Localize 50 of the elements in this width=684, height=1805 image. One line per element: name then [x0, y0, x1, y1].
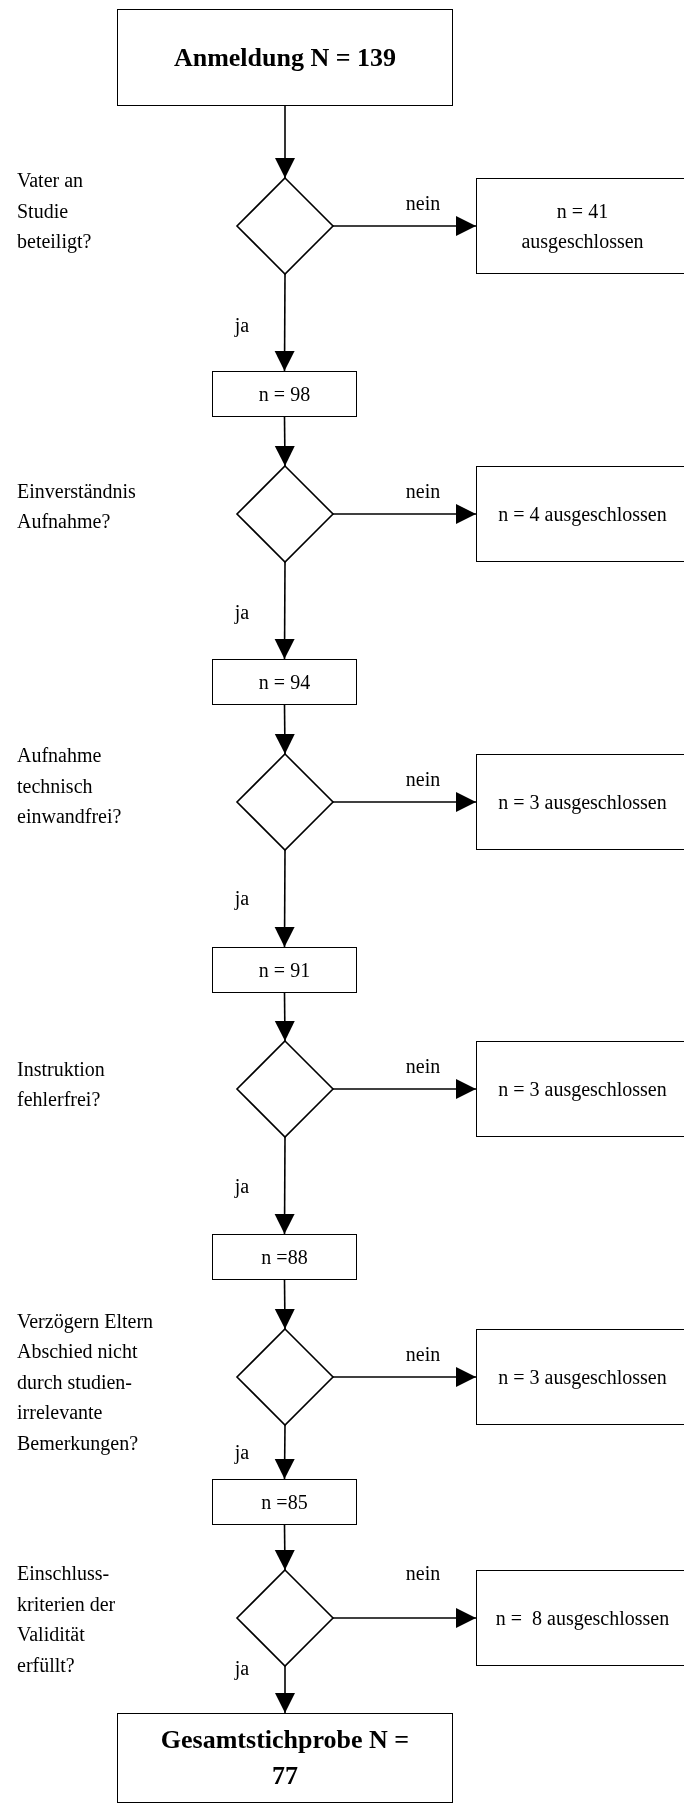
- exclusion-box: [476, 1041, 684, 1137]
- question-text: Aufnahme technisch einwandfrei?: [17, 743, 123, 830]
- count-text: n = 4 ausgeschlossen: [497, 502, 668, 528]
- arrow: [274, 1279, 295, 1330]
- process-box: [117, 9, 453, 106]
- question-text: Vater an Studie beteiligt?: [17, 168, 93, 255]
- arrow: [275, 1665, 295, 1714]
- arrow: [274, 992, 295, 1042]
- question-text: Instruktion fehlerfrei?: [17, 1056, 106, 1112]
- arrow: [274, 1524, 295, 1571]
- count-text: n =85: [261, 1490, 308, 1514]
- count-text: n = 94: [258, 670, 311, 694]
- count-text: n = 8 ausgeschlossen: [495, 1606, 670, 1632]
- process-box: [117, 1713, 453, 1803]
- exclusion-box: [476, 178, 684, 274]
- exclusion-box: [476, 466, 684, 562]
- heading-text: Gesamtstichprobe N = 77: [160, 1724, 410, 1792]
- question-text: Verzögern Eltern Abschied nicht durch studien- irrelevante Bemerkungen?: [17, 1308, 155, 1457]
- arrow: [332, 504, 477, 524]
- arrow: [274, 1424, 295, 1480]
- question-text: Einverständnis Aufnahme?: [17, 478, 137, 534]
- arrow: [332, 1608, 477, 1628]
- count-box: [212, 1234, 357, 1280]
- count-text: n = 98: [258, 382, 311, 406]
- heading-text: Anmeldung N = 139: [172, 41, 398, 74]
- count-text: n = 41 ausgeschlossen: [520, 199, 645, 255]
- arrow: [274, 273, 295, 372]
- arrow: [332, 792, 477, 812]
- exclusion-box: [476, 754, 684, 850]
- arrow: [274, 849, 295, 948]
- arrow: [274, 704, 295, 755]
- arrow: [332, 1079, 477, 1099]
- count-text: n = 91: [258, 958, 311, 982]
- count-text: n = 3 ausgeschlossen: [497, 1365, 668, 1391]
- count-text: n =88: [261, 1245, 308, 1269]
- count-text: n = 3 ausgeschlossen: [497, 790, 668, 816]
- count-text: n = 3 ausgeschlossen: [497, 1077, 668, 1103]
- exclusion-box: [476, 1570, 684, 1666]
- arrow: [274, 1136, 295, 1235]
- arrow: [332, 1367, 477, 1387]
- count-box: [212, 1479, 357, 1525]
- arrow: [332, 216, 477, 236]
- count-box: [212, 659, 357, 705]
- arrow: [275, 105, 295, 179]
- count-box: [212, 947, 357, 993]
- question-text: Einschluss- kriterien der Validität erfüllt?: [17, 1561, 117, 1678]
- exclusion-box: [476, 1329, 684, 1425]
- arrow: [274, 416, 295, 467]
- count-box: [212, 371, 357, 417]
- arrow: [274, 561, 295, 660]
